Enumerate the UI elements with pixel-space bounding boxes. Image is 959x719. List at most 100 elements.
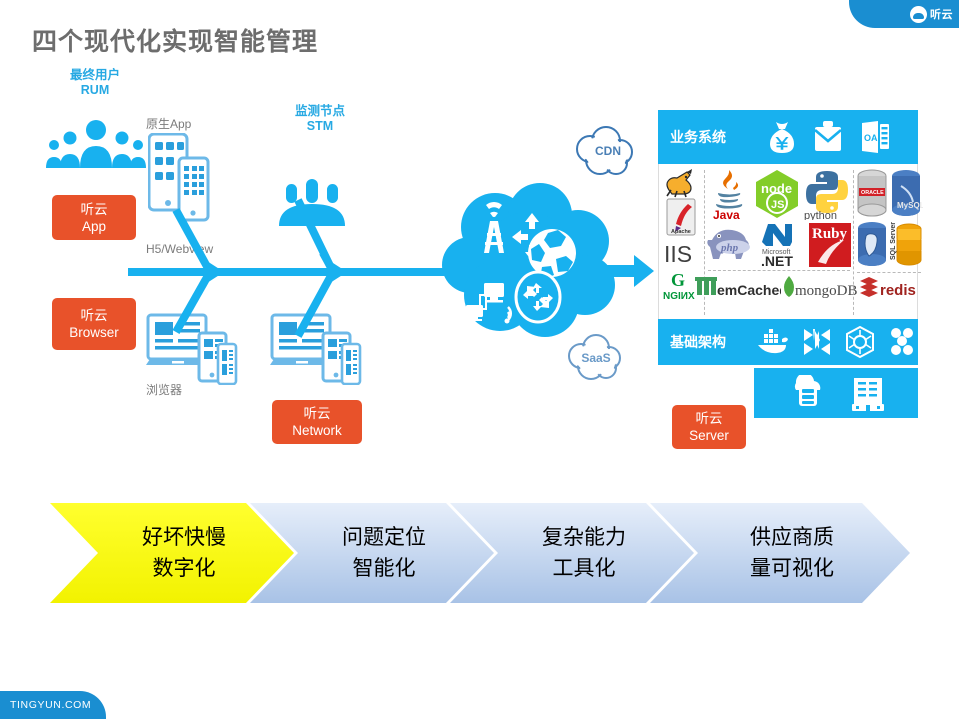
docker-icon <box>756 328 790 356</box>
pill-tingyun-app[interactable]: 听云 App <box>52 195 136 240</box>
rum-label: 最终用户 RUM <box>50 68 140 98</box>
oracle-logo: ORACLE <box>855 168 889 220</box>
nodejs-logo: node JS <box>751 168 803 220</box>
svg-text:python: python <box>804 210 837 220</box>
pill-tingyun-server[interactable]: 听云 Server <box>672 405 746 449</box>
grid-divider-1 <box>704 170 705 315</box>
stm-label: 监测节点 STM <box>275 104 365 134</box>
logo-group-databases: ORACLE MySQL <box>855 168 923 317</box>
chevron-3-line1: 复杂能力 <box>542 526 626 549</box>
browser-label: 浏览器 <box>146 383 183 397</box>
datacenter-building-icon <box>850 374 886 412</box>
chevron-4-line2: 量可视化 <box>750 557 834 580</box>
chevron-process-row: 好坏快慢 数字化 问题定位 智能化 复杂能力 工具化 供应商质 量可视化 <box>50 503 910 603</box>
fishbone-connectors <box>128 150 658 385</box>
mongodb-logo: mongoDB <box>781 273 865 299</box>
header-brand-tab: 听云 <box>849 0 959 28</box>
logo-group-webservers: Apache IIS G NGIИX <box>661 168 701 317</box>
tomcat-logo <box>661 168 701 198</box>
openstack-icon <box>888 327 918 357</box>
dotnet-logo: Microsoft .NET <box>756 222 808 268</box>
cloud-output-arrow <box>598 254 654 293</box>
business-system-title: 业务系统 <box>670 129 726 145</box>
chevron-1-line2: 数字化 <box>152 557 216 580</box>
network-cloud-icon <box>440 175 615 355</box>
svg-text:Java: Java <box>713 208 740 220</box>
svg-text:NGIИX: NGIИX <box>663 291 695 302</box>
pill-tingyun-browser[interactable]: 听云 Browser <box>52 298 136 350</box>
briefcase-icon <box>812 120 844 154</box>
server-icons-box <box>754 368 918 418</box>
grid-divider-2 <box>853 170 854 315</box>
memcached-logo: emCached <box>693 273 781 299</box>
chevron-4-line1: 供应商质 <box>750 526 834 549</box>
kubernetes-icon <box>844 326 876 358</box>
brand-name: 听云 <box>930 9 953 21</box>
saas-bubble: SaaS <box>563 332 625 389</box>
svg-text:emCached: emCached <box>717 282 781 298</box>
stm-label-line2: STM <box>306 119 334 133</box>
native-app-devices-icon <box>147 132 210 230</box>
chevron-3-line2: 工具化 <box>552 557 616 580</box>
svg-text:IIS: IIS <box>664 241 692 267</box>
svg-text:G: G <box>671 270 685 290</box>
svg-text:Ruby: Ruby <box>812 226 848 242</box>
python-logo: python <box>803 168 851 220</box>
grid-divider-row-2 <box>857 272 921 273</box>
server-row <box>658 368 918 418</box>
pill-network-line1: 听云 <box>303 406 331 421</box>
pill-app-line2: App <box>81 218 107 234</box>
money-bag-yuan-icon <box>766 120 798 154</box>
infrastructure-title: 基础架构 <box>670 334 726 350</box>
pill-server-line1: 听云 <box>695 411 723 426</box>
mysql-logo: MySQL <box>889 168 923 220</box>
svg-text:Microsoft: Microsoft <box>762 249 790 256</box>
iis-logo: IIS <box>662 238 700 268</box>
postgresql-logo <box>855 220 889 270</box>
cloud-icon <box>910 5 927 23</box>
stm-devices-icon <box>270 313 362 390</box>
business-system-bar: 业务系统 <box>658 110 918 164</box>
java-logo: Java <box>707 168 751 220</box>
svg-text:MySQL: MySQL <box>897 201 923 210</box>
svg-text:.NET: .NET <box>761 253 793 268</box>
browser-devices-icon <box>146 313 238 390</box>
svg-text:redis: redis <box>880 282 916 299</box>
right-systems-panel: 业务系统 <box>658 110 923 418</box>
svg-text:ORACLE: ORACLE <box>861 190 884 196</box>
grid-divider-row <box>708 270 850 271</box>
svg-text:OA: OA <box>864 133 878 143</box>
ruby-logo: Ruby <box>808 222 852 268</box>
tech-logo-grid: Apache IIS G NGIИX <box>658 164 923 319</box>
redis-logo: redis <box>858 275 920 301</box>
page-title: 四个现代化实现智能管理 <box>32 28 319 56</box>
svg-text:node: node <box>761 181 792 196</box>
chevron-2-line2: 智能化 <box>352 557 416 580</box>
cdn-label: CDN <box>595 144 621 158</box>
logo-group-languages: Java node JS <box>695 168 858 317</box>
svg-text:JS: JS <box>771 199 784 211</box>
mesos-icon <box>802 327 832 357</box>
rum-label-line2: RUM <box>80 83 110 97</box>
apache-logo: Apache <box>663 198 699 238</box>
cdn-bubble: CDN <box>570 125 638 185</box>
chevron-1-line1: 好坏快慢 <box>142 526 226 549</box>
footer-site-tab: TINGYUN.COM <box>0 691 106 719</box>
chevron-1[interactable]: 好坏快慢 数字化 <box>50 503 294 603</box>
business-system-icons: OA <box>766 120 892 154</box>
chevron-2-line1: 问题定位 <box>342 526 426 549</box>
pill-browser-line2: Browser <box>69 325 119 340</box>
end-users-crowd-icon <box>44 116 148 173</box>
pill-tingyun-network[interactable]: 听云 Network <box>272 400 362 444</box>
pill-network-line2: Network <box>292 423 342 438</box>
oa-door-icon: OA <box>858 120 892 154</box>
pill-app-line1: 听云 <box>80 201 108 217</box>
cloud-server-icon <box>786 375 828 411</box>
sqlserver-logo: SQL Server <box>889 220 923 270</box>
footer-site-label: TINGYUN.COM <box>10 699 92 711</box>
stm-label-line1: 监测节点 <box>294 104 345 118</box>
rum-label-line1: 最终用户 <box>69 68 120 82</box>
infrastructure-bar: 基础架构 <box>658 319 918 365</box>
saas-label: SaaS <box>581 351 611 365</box>
